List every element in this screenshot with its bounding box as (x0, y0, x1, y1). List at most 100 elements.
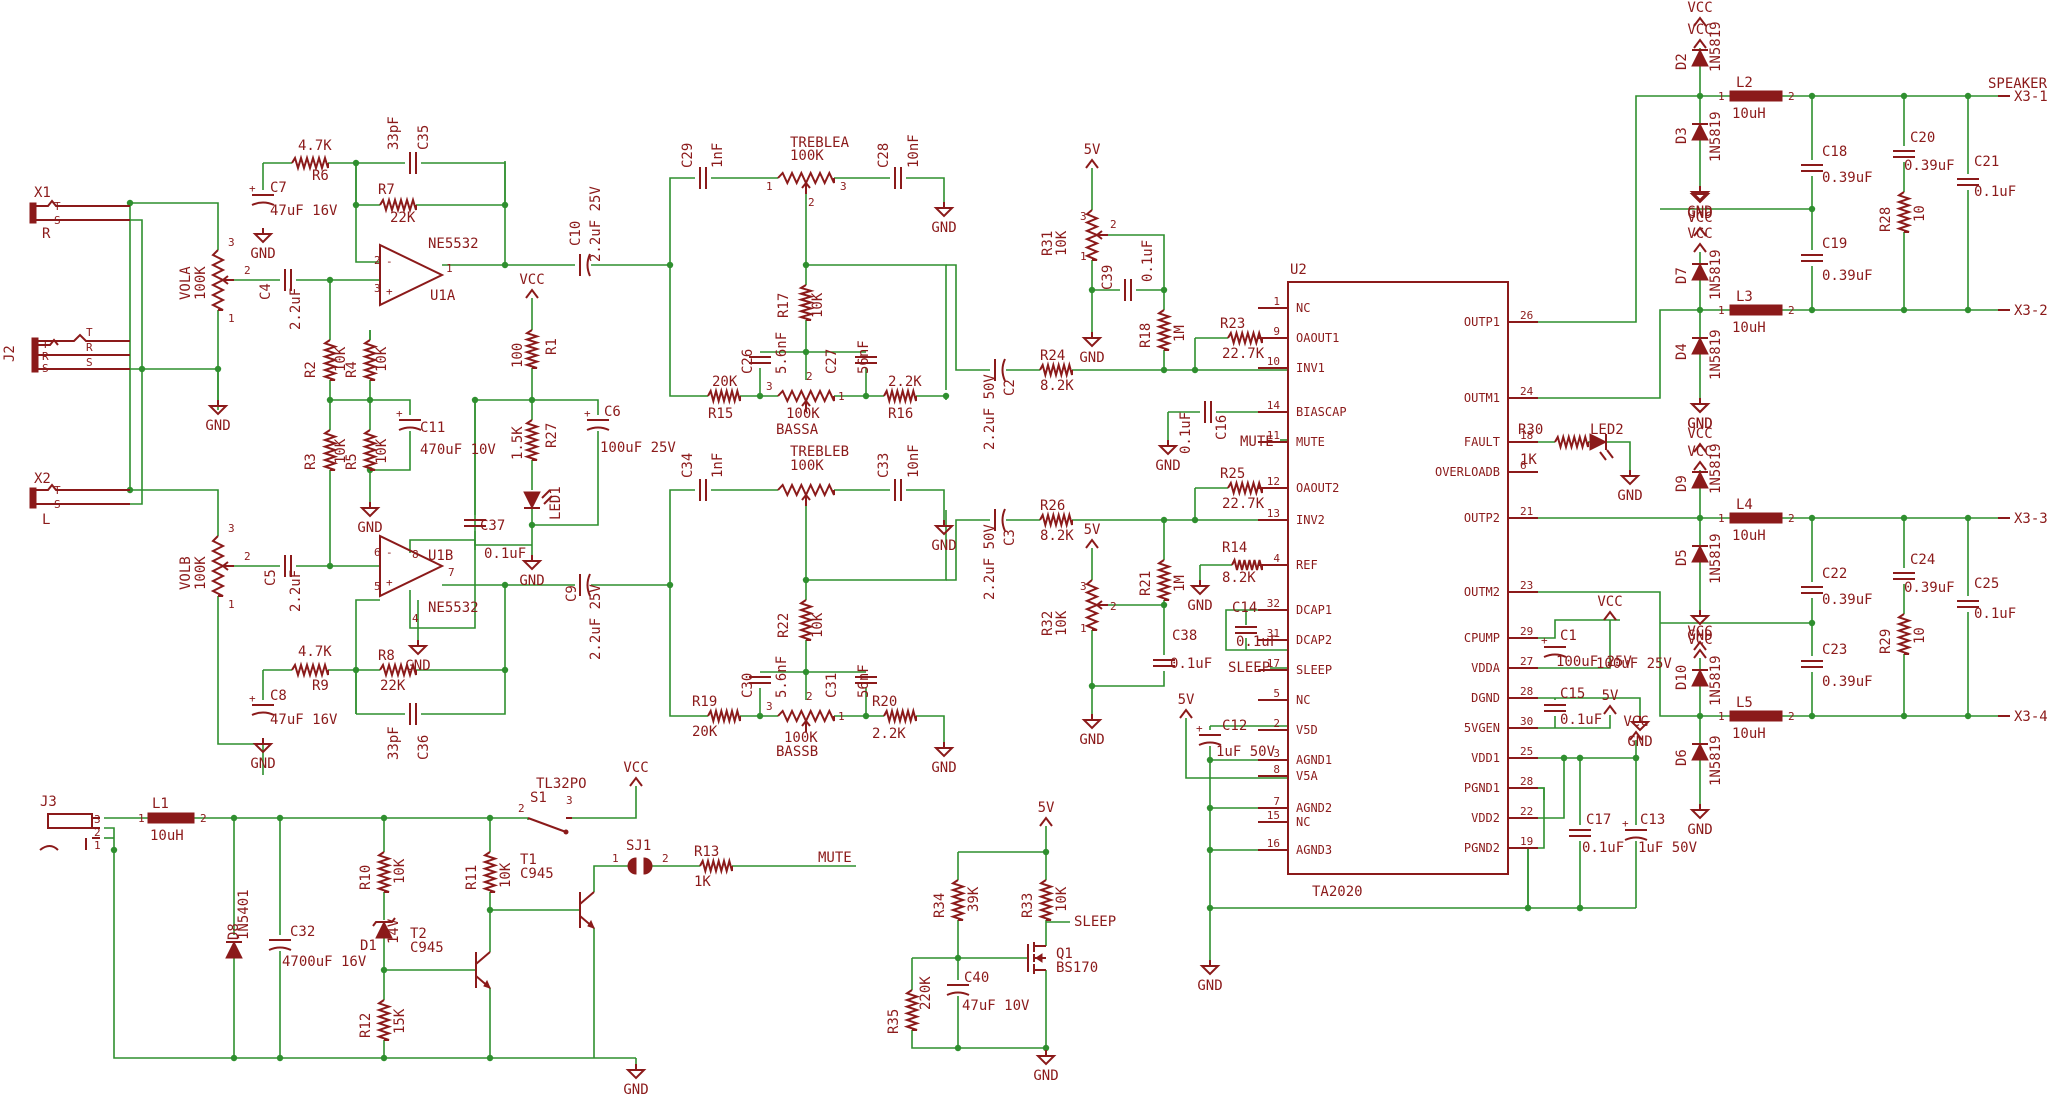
r3-value: 10K (333, 438, 349, 464)
L5-pin: 1 (1718, 710, 1725, 723)
junction-dot (1808, 205, 1816, 213)
wire (1538, 697, 1641, 716)
C21-ref: C21 (1974, 154, 1999, 170)
r22-ref: R22 (776, 613, 792, 638)
u2-pin-name: DGND (1471, 691, 1500, 705)
D3-diode (1691, 122, 1709, 141)
C24-ref: C24 (1910, 552, 1935, 568)
L4-inductor (1729, 512, 1783, 524)
junction-dot (380, 814, 388, 822)
L3-ref: L3 (1736, 289, 1753, 305)
j3-ref: J3 (40, 794, 57, 810)
r30-resistor (1554, 433, 1589, 451)
r23-ref: R23 (1220, 316, 1245, 332)
r20-ref: R20 (872, 694, 897, 710)
D10-diode (1691, 668, 1709, 687)
supply-arrow (1693, 38, 1707, 49)
C23-ref: C23 (1822, 642, 1847, 658)
r19-resistor (707, 707, 741, 725)
t2-value: C945 (410, 940, 444, 956)
junction-dot (1206, 756, 1214, 764)
wire (532, 431, 599, 526)
c5-ref: C5 (263, 569, 279, 586)
polarity-plus: + (584, 407, 591, 420)
wire (1092, 671, 1165, 687)
polarity-plus: + (1196, 722, 1203, 735)
r3-resistor (321, 429, 339, 471)
c3-cap (994, 508, 1006, 532)
D3-ref: D3 (1674, 127, 1690, 144)
r14-resistor (1231, 557, 1263, 571)
L5-pin: 2 (1788, 710, 1795, 723)
c16-cap (1204, 401, 1212, 423)
wire (330, 380, 371, 401)
r34-ref: R34 (932, 893, 948, 918)
vcc-label: VCC (1687, 632, 1712, 648)
c10-ref: C10 (568, 221, 584, 246)
u2-pin-number: 3 (1273, 747, 1280, 760)
junction-dot (1524, 904, 1532, 912)
u1b-pin: 7 (448, 566, 455, 579)
r35-resistor (903, 989, 921, 1031)
D10-value: 1N5819 (1708, 655, 1724, 706)
junction-dot (1900, 306, 1908, 314)
u1b-pin: 4 (412, 612, 419, 625)
supply-arrow (1693, 442, 1707, 453)
c6-value: 100uF 25V (600, 440, 676, 456)
r14-value: 8.2K (1222, 570, 1256, 586)
r9-resistor (291, 661, 329, 679)
c30-ref: C30 (740, 673, 756, 698)
gnd-label: GND (1155, 458, 1180, 474)
u2-pin-number: 6 (1520, 459, 1527, 472)
wire (911, 1030, 1046, 1049)
supply-arrow (1693, 648, 1707, 659)
gnd-symbol (1157, 440, 1179, 456)
x3_2-label: X3-2 (2014, 303, 2048, 319)
gnd-symbol (207, 400, 229, 416)
treblea-ref: TREBLEA (790, 135, 850, 151)
c13-cap: + (1622, 817, 1648, 841)
c28-ref: C28 (876, 143, 892, 168)
r24-ref: R24 (1040, 348, 1065, 364)
bassb-pin: 2 (806, 690, 813, 703)
vcc-label: VCC (1623, 714, 1648, 730)
supply-arrow (1179, 708, 1193, 719)
r15-ref: R15 (708, 406, 733, 422)
junction-dot (1964, 514, 1972, 522)
R28-value: 10 (1912, 205, 1928, 222)
u2-pin-name: V5D (1296, 723, 1318, 737)
c29-value: 1nF (710, 143, 726, 168)
wire (572, 786, 637, 819)
led1-led (523, 491, 541, 510)
r35-value: 220K (918, 976, 934, 1010)
supply-arrow (1085, 538, 1099, 549)
c4-ref: C4 (258, 283, 274, 300)
vcc-label: VCC (519, 272, 544, 288)
r21-value: 1M (1172, 575, 1188, 592)
wire (669, 489, 695, 585)
gnd-symbol (1689, 398, 1711, 414)
C19-cap (1801, 254, 1823, 262)
L4-pin: 1 (1718, 512, 1725, 525)
bassa-pot (777, 388, 835, 404)
gnd-label: GND (931, 760, 956, 776)
c31-cap (855, 676, 877, 684)
sleep-net-label: SLEEP (1228, 660, 1270, 676)
gnd-label: GND (250, 756, 275, 772)
supply-arrow (1693, 242, 1707, 253)
junction-dot (1560, 754, 1568, 762)
supply-arrow (1085, 158, 1099, 169)
gnd-symbol (933, 742, 955, 758)
r32-trim (1084, 579, 1100, 631)
r16-value: 2.2K (888, 374, 922, 390)
u2-pin-number: 7 (1273, 795, 1280, 808)
gnd-symbol (252, 228, 274, 244)
gnd-symbol (1689, 610, 1711, 626)
vola-pin: 1 (228, 312, 235, 325)
r5-resistor (361, 429, 379, 471)
D5-diode (1691, 544, 1709, 563)
supply-arrow (1039, 816, 1053, 827)
u2-pin-number: 27 (1520, 655, 1533, 668)
D2-ref: D2 (1674, 53, 1690, 70)
c37-value: 0.1uF (484, 546, 526, 562)
